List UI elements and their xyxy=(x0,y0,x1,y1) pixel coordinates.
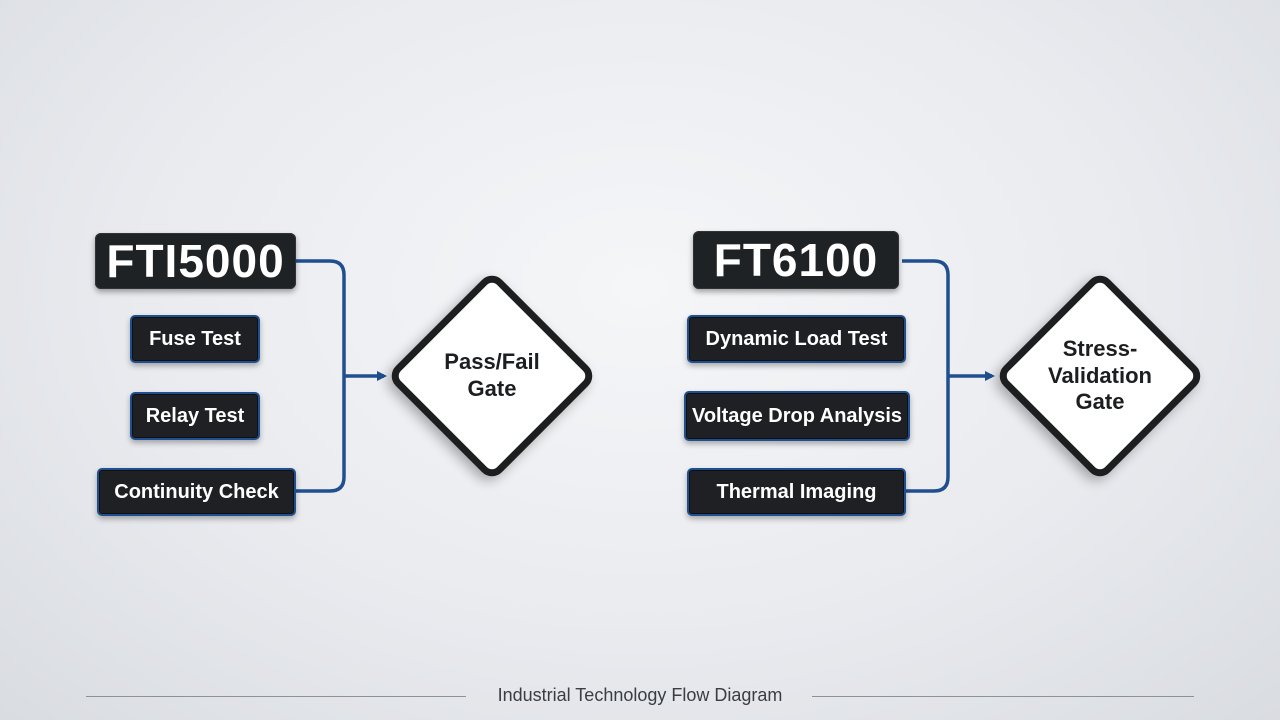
right-gate-label: Stress-Validation Gate xyxy=(1048,335,1152,415)
right-group-title: FT6100 xyxy=(693,231,899,289)
left-gate-label: Pass/Fail Gate xyxy=(444,349,540,401)
footer-divider-right xyxy=(812,696,1194,697)
left-gate: Pass/Fail Gate xyxy=(385,269,599,483)
footer-caption: Industrial Technology Flow Diagram xyxy=(497,685,783,705)
left-step-continuity-check: Continuity Check xyxy=(97,468,296,516)
footer-divider-left xyxy=(86,696,466,697)
right-step-voltage-drop-analysis: Voltage Drop Analysis xyxy=(684,391,910,441)
right-connector-bracket xyxy=(902,259,950,493)
right-gate: Stress-Validation Gate xyxy=(993,269,1207,483)
left-step-fuse-test: Fuse Test xyxy=(130,315,260,363)
right-step-thermal-imaging: Thermal Imaging xyxy=(687,468,906,516)
right-step-dynamic-load-test: Dynamic Load Test xyxy=(687,315,906,363)
left-group-title: FTI5000 xyxy=(95,233,296,289)
left-step-relay-test: Relay Test xyxy=(130,392,260,440)
left-connector-bracket xyxy=(296,259,346,493)
